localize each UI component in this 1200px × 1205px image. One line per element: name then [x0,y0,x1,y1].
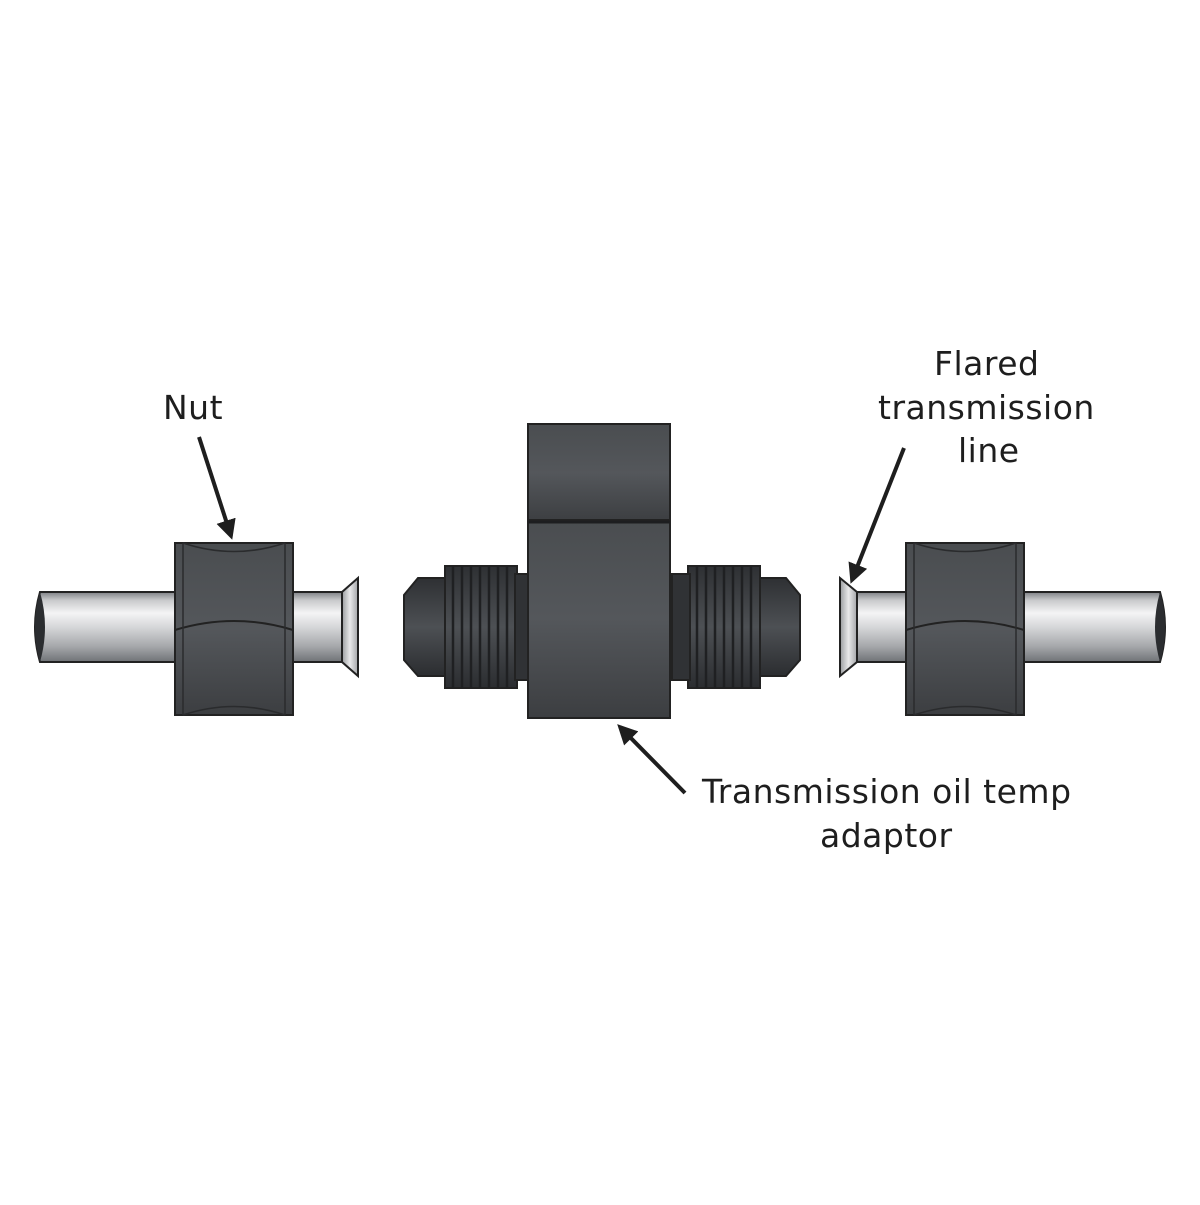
right-tube-assembly [839,542,1166,716]
left-tube-assembly [34,542,359,716]
adaptor-sensor-port [527,423,671,523]
adaptor-right-neck [671,573,691,681]
label-flared-line-2: transmission [878,388,1095,427]
right-tube-short [856,591,914,663]
label-adaptor-1: Transmission oil temp [702,772,1072,811]
arrow-icon [197,436,236,540]
adaptor-body [527,519,671,719]
label-flared-line-1: Flared [934,344,1040,383]
arrow-icon [617,724,687,795]
right-tube [1009,591,1166,663]
right-tube-cut-end [1155,592,1165,662]
right-nut [905,542,1025,716]
label-flared-line-3: line [958,431,1020,470]
arrow-icon [848,447,906,584]
adaptor-right-nose [759,577,801,677]
left-nut [174,542,294,716]
temp-adaptor [403,423,801,719]
left-tube-cut-end [35,592,45,662]
left-tube-short [289,591,343,663]
left-flare [341,575,359,679]
label-adaptor-2: adaptor [820,816,953,855]
label-nut: Nut [163,388,224,427]
right-flare [839,575,858,679]
